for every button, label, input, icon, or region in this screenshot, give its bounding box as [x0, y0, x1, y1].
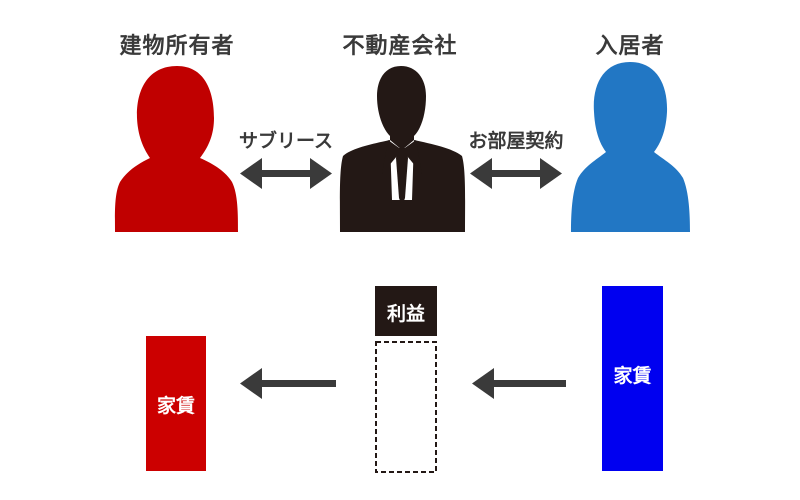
role-label-tenant: 入居者: [595, 34, 665, 59]
role-label-company: 不動産会社: [342, 34, 458, 59]
double-arrow-owner-company: [240, 158, 332, 189]
arrow-to-company: [472, 368, 566, 399]
profit-label-box: [375, 286, 437, 336]
arrow-to-owner: [240, 368, 336, 399]
link-label-room-contract: お部屋契約: [468, 130, 564, 152]
company-share-box: [375, 341, 437, 473]
owner-person-icon: [114, 66, 238, 232]
double-arrow-company-tenant: [470, 158, 562, 189]
company-businessman-icon: [339, 66, 466, 232]
link-label-sublease: サブリース: [238, 130, 334, 152]
profit-label: 利益: [386, 303, 425, 325]
owner-rent-label: 家賃: [156, 395, 195, 417]
role-label-owner: 建物所有者: [119, 34, 235, 59]
owner-rent-box: [146, 336, 206, 471]
tenant-person-icon: [571, 62, 690, 232]
tenant-rent-box: [602, 286, 663, 471]
tenant-rent-label: 家賃: [613, 365, 652, 387]
